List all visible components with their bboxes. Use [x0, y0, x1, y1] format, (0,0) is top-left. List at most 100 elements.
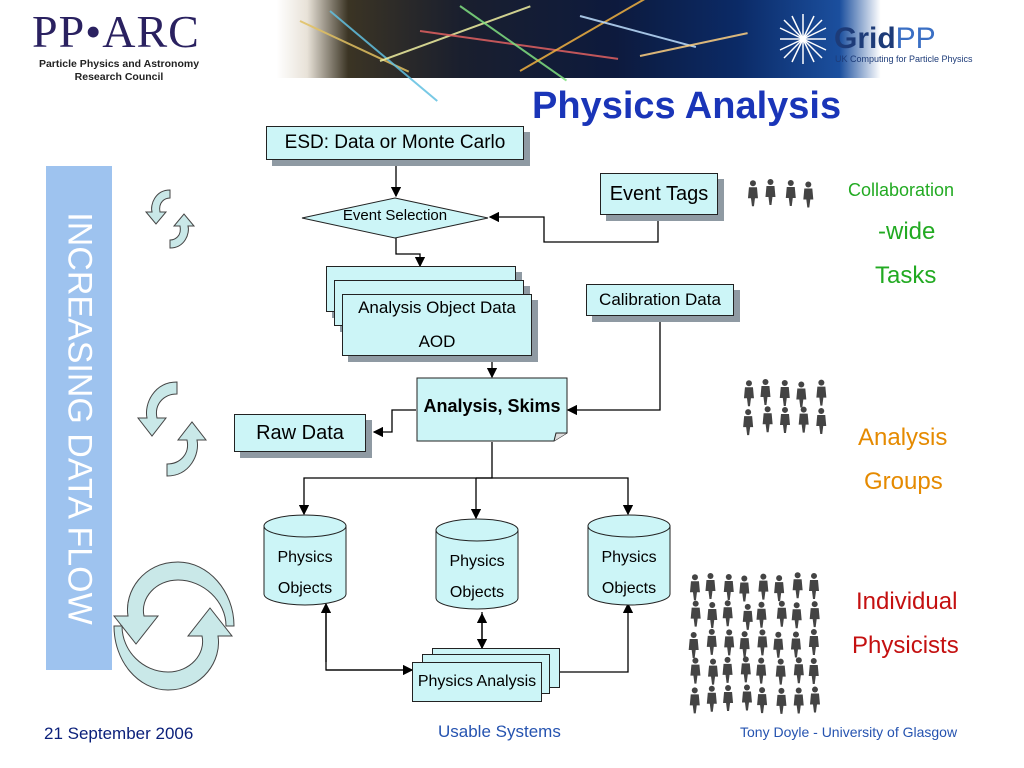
- person-figure-icon: [757, 629, 768, 656]
- person-figure-icon: [743, 380, 754, 407]
- person-figure-icon: [793, 657, 804, 684]
- person-figure-icon: [798, 406, 809, 433]
- person-figure-icon: [793, 687, 804, 714]
- person-figure-icon: [722, 656, 733, 683]
- individual-physicists-label-line2: Physicists: [852, 632, 959, 659]
- person-figure-icon: [809, 686, 820, 713]
- pparc-subtitle-line1: Particle Physics and Astronomy: [38, 58, 200, 70]
- person-figure-icon: [741, 684, 752, 711]
- person-figure-icon: [758, 573, 769, 600]
- person-figure-icon: [689, 574, 700, 601]
- person-figure-icon: [757, 687, 768, 714]
- person-figure-icon: [791, 602, 802, 629]
- aod-label-line2: AOD: [418, 332, 456, 351]
- person-figure-icon: [785, 180, 796, 207]
- analysis-groups-label-line1: Analysis: [858, 424, 948, 451]
- person-figure-icon: [723, 574, 734, 601]
- physics-analysis-doc-front: Physics Analysis: [412, 662, 542, 702]
- esd-box: ESD: Data or Monte Carlo: [266, 126, 524, 160]
- person-figure-icon: [706, 685, 717, 712]
- person-figure-icon: [756, 601, 767, 628]
- person-figure-icon: [723, 684, 734, 711]
- person-figure-icon: [688, 631, 699, 658]
- person-figure-icon: [779, 406, 790, 433]
- person-figure-icon: [740, 656, 751, 683]
- gridpp-logo-bold: Grid: [834, 22, 896, 55]
- people-large-group-icon: [688, 572, 820, 714]
- small-cycle-arrows-icon: [144, 189, 196, 249]
- event-tags-label: Event Tags: [609, 182, 709, 205]
- event-selection-diamond: [301, 197, 489, 239]
- person-figure-icon: [774, 575, 785, 602]
- person-figure-icon: [742, 603, 753, 630]
- gridpp-subtitle: UK Computing for Particle Physics: [835, 54, 973, 64]
- person-figure-icon: [765, 178, 776, 205]
- physics-objects-label-center: Physics Objects: [434, 546, 520, 608]
- person-figure-icon: [790, 631, 801, 658]
- medium-cycle-arrows-icon: [136, 381, 208, 477]
- calibration-data-label: Calibration Data: [599, 290, 721, 309]
- footer-center-text: Usable Systems: [438, 722, 561, 741]
- raw-data-box: Raw Data: [234, 414, 366, 452]
- physics-objects-left-line2: Objects: [277, 580, 333, 597]
- person-figure-icon: [690, 600, 701, 627]
- physics-objects-cylinder-center: [435, 518, 519, 610]
- collaboration-label-line1: Collaboration: [848, 180, 955, 200]
- gridpp-logo: GridPP: [834, 22, 936, 56]
- person-figure-icon: [743, 409, 754, 436]
- person-figure-icon: [803, 181, 814, 208]
- physics-objects-left-line1: Physics: [277, 549, 333, 566]
- person-figure-icon: [756, 657, 767, 684]
- person-figure-icon: [775, 658, 786, 685]
- person-figure-icon: [708, 658, 719, 685]
- person-figure-icon: [779, 380, 790, 407]
- aod-label-line1: Analysis Object Data: [358, 298, 516, 317]
- person-figure-icon: [705, 572, 716, 599]
- analysis-groups-label-line2: Groups: [864, 468, 943, 495]
- person-figure-icon: [776, 687, 787, 714]
- person-figure-icon: [808, 628, 819, 655]
- person-figure-icon: [739, 631, 750, 658]
- pparc-logo: PP•ARC: [32, 6, 200, 57]
- person-figure-icon: [809, 601, 820, 628]
- physics-objects-center-line1: Physics: [449, 553, 505, 570]
- collaboration-label-line2: -wide: [878, 218, 936, 245]
- person-figure-icon: [722, 600, 733, 627]
- event-tags-box: Event Tags: [600, 173, 718, 215]
- person-figure-icon: [816, 407, 827, 434]
- physics-objects-label-left: Physics Objects: [262, 542, 348, 604]
- data-flow-bar: [46, 166, 112, 670]
- person-figure-icon: [776, 600, 787, 627]
- aod-box-front: Analysis Object Data AOD: [342, 294, 532, 356]
- physics-objects-right-line2: Objects: [601, 580, 657, 597]
- calibration-data-box: Calibration Data: [586, 284, 734, 316]
- gridpp-star-icon: [779, 14, 827, 64]
- people-medium-group-icon: [743, 378, 827, 436]
- footer-author: Tony Doyle - University of Glasgow: [740, 724, 958, 740]
- pparc-subtitle: Particle Physics and Astronomy Research …: [24, 58, 214, 84]
- large-cycle-arrows-icon: [112, 561, 235, 691]
- analysis-skims-label: Analysis, Skims: [423, 396, 561, 416]
- gridpp-logo-light: PP: [895, 22, 936, 55]
- person-figure-icon: [796, 381, 807, 408]
- person-figure-icon: [792, 572, 803, 599]
- physics-analysis-label: Physics Analysis: [417, 673, 537, 690]
- person-figure-icon: [690, 657, 701, 684]
- physics-objects-cylinder-left: [263, 514, 347, 606]
- person-figure-icon: [707, 601, 718, 628]
- individual-physicists-label-line1: Individual: [856, 588, 958, 615]
- person-figure-icon: [762, 406, 773, 433]
- people-small-group-icon: [747, 178, 814, 208]
- person-figure-icon: [689, 687, 700, 714]
- person-figure-icon: [808, 572, 819, 599]
- collaboration-label-line3: Tasks: [875, 262, 937, 289]
- pparc-subtitle-line2: Research Council: [74, 71, 164, 83]
- physics-objects-center-line2: Objects: [449, 584, 505, 601]
- event-selection-label: Event Selection: [342, 207, 448, 224]
- physics-objects-cylinder-right: [587, 514, 671, 606]
- person-figure-icon: [773, 631, 784, 658]
- person-figure-icon: [808, 657, 819, 684]
- person-figure-icon: [706, 628, 717, 655]
- header-banner: [0, 0, 1024, 102]
